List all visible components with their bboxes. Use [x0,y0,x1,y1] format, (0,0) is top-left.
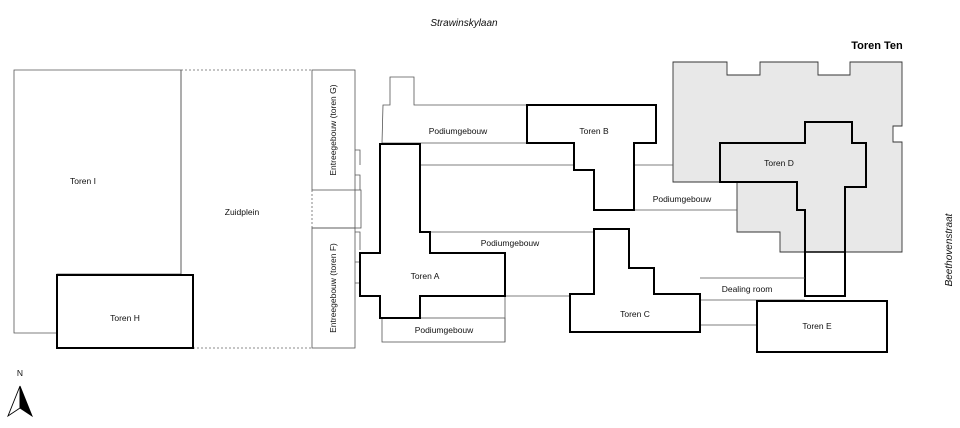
toren-e-outline [756,300,888,353]
podium-north-outline [381,76,528,144]
zuidplein-label: Zuidplein [225,207,260,217]
street-east-label: Beethovenstraat [944,212,955,286]
dealing-room-label: Dealing room [722,284,773,294]
toren-d-outline [719,121,867,297]
north-arrow-icon: N [7,368,33,418]
entree-f-outline [311,227,356,349]
toren-b-outline [526,104,657,211]
toren-b-label: Toren B [579,126,609,136]
toren-c-outline [569,228,701,333]
toren-a-label: Toren A [411,271,440,281]
compass-label: N [17,368,23,378]
podium-label-3: Podiumgebouw [481,238,540,248]
toren-ten-title: Toren Ten [851,40,903,52]
toren-d-label: Toren D [764,158,794,168]
entree-connector [354,189,362,229]
podium-label-1: Podiumgebouw [429,126,488,136]
entree-g-label: Entreegebouw (toren G) [328,84,338,175]
entree-g-outline [311,69,356,191]
toren-h-outline [56,274,194,349]
street-north-label: Strawinskylaan [430,18,498,29]
entree-g-steps [355,149,361,190]
entree-f-label: Entreegebouw (toren F) [328,243,338,333]
toren-h-label: Toren H [110,313,140,323]
toren-i-label: Toren I [70,176,96,186]
toren-ten-outline [672,61,903,253]
toren-a-outline [359,143,506,319]
podium-label-4: Podiumgebouw [415,325,474,335]
toren-e-label: Toren E [802,321,832,331]
toren-c-label: Toren C [620,309,650,319]
podium-label-2: Podiumgebouw [653,194,712,204]
